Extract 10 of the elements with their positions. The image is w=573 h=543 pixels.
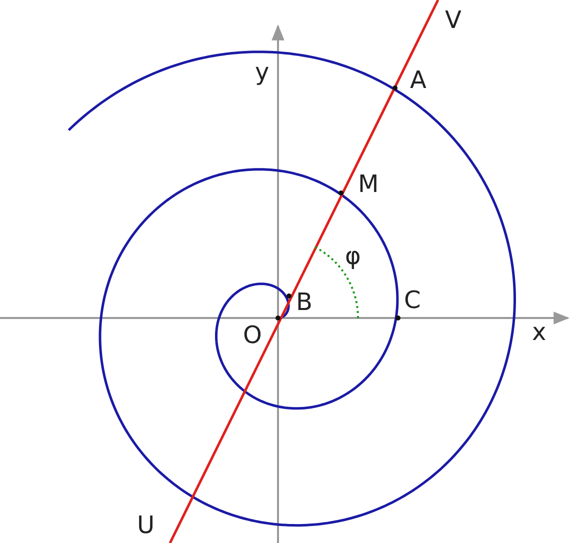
point-label: V: [445, 8, 462, 32]
axis-label: y: [255, 60, 270, 84]
point-label: A: [410, 68, 426, 92]
point-label: M: [358, 172, 379, 196]
point-label: B: [296, 290, 312, 314]
point-label: C: [404, 288, 421, 312]
angle-label: φ: [345, 244, 361, 268]
axis-label: x: [532, 320, 546, 344]
point-label: O: [243, 323, 262, 347]
point-label: U: [137, 513, 155, 537]
